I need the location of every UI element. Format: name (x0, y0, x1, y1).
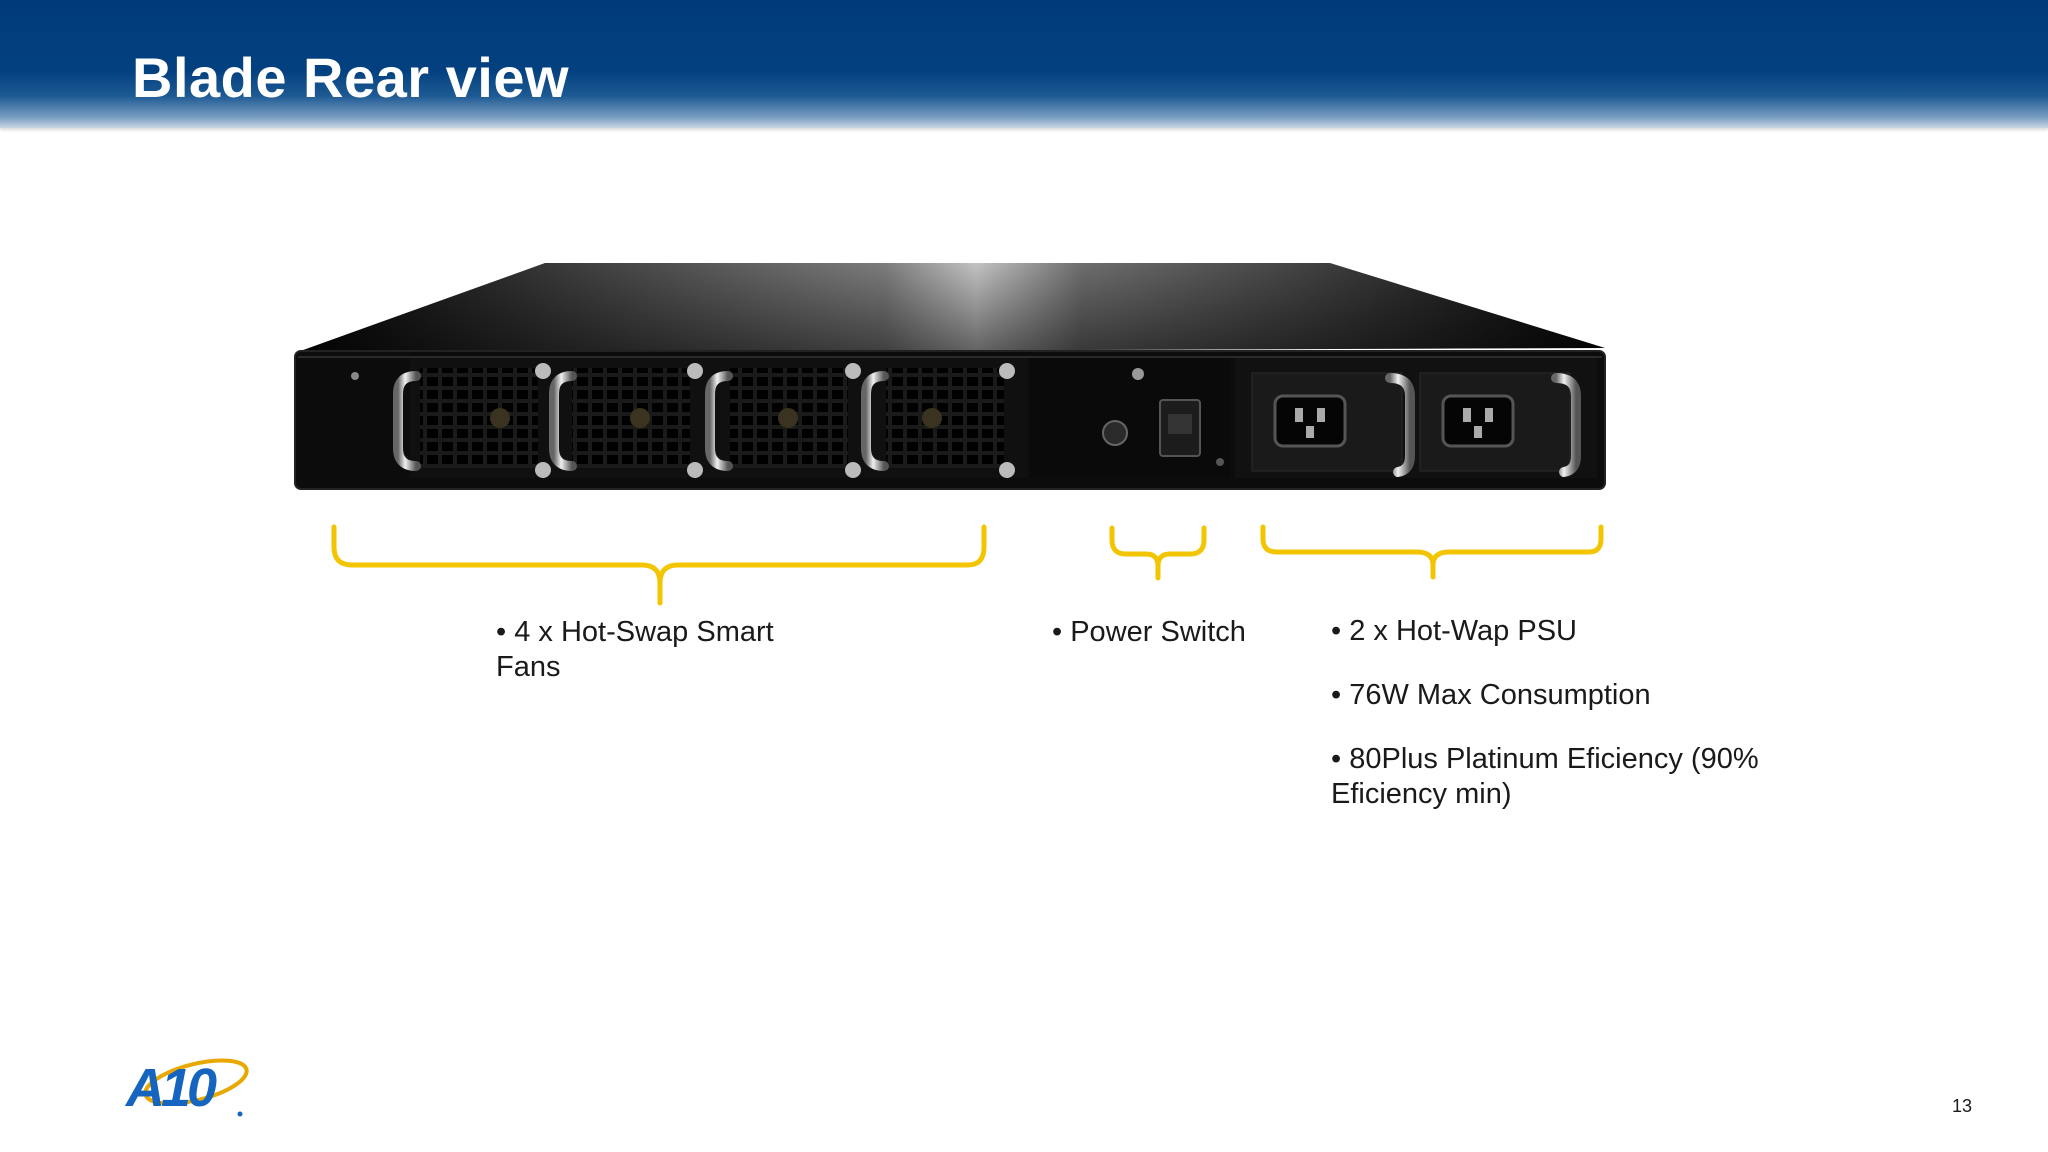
psu-item-1: 2 x Hot-Wap PSU (1331, 614, 1811, 649)
power-brace (1109, 525, 1207, 581)
psu-item-2: 76W Max Consumption (1331, 678, 1811, 713)
psu-label: 2 x Hot-Wap PSU 76W Max Consumption 80Pl… (1331, 614, 1811, 812)
psu-brace (1260, 524, 1604, 580)
a10-logo: A10 (124, 1058, 249, 1118)
page-number: 13 (1951, 1096, 1972, 1116)
title-bar (0, 0, 2048, 128)
fans-label: 4 x Hot-Swap Smart Fans (496, 615, 816, 685)
psu-item-3: 80Plus Platinum Eficiency (90% Eficiency… (1331, 742, 1811, 812)
fans-item: 4 x Hot-Swap Smart Fans (496, 615, 816, 685)
fans-brace (331, 524, 987, 606)
chassis-rear-image (294, 263, 1606, 490)
power-label: Power Switch (1052, 615, 1312, 650)
logo-text: A10 (124, 1058, 217, 1118)
slide-title: Blade Rear view (132, 46, 570, 109)
power-item: Power Switch (1052, 615, 1312, 650)
